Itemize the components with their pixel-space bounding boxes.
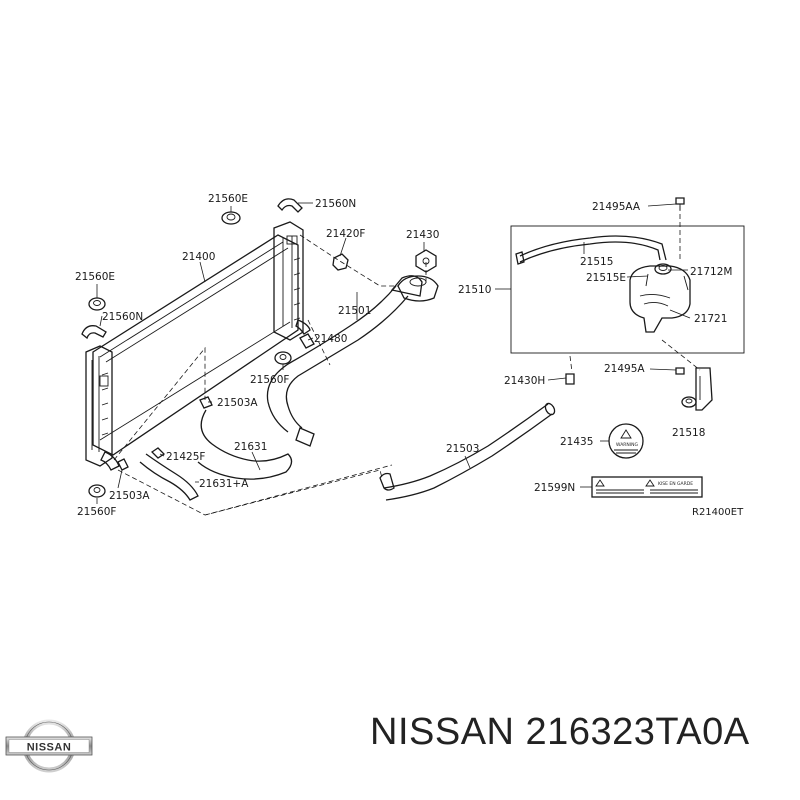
leader-lines <box>96 202 691 504</box>
lower-hose-21503 <box>379 402 556 501</box>
part-labels: 21560E 21560N 21420F 21430 21400 21560E … <box>75 193 744 518</box>
label-21503A-mid: 21503A <box>217 397 258 409</box>
label-21425F: 21425F <box>166 451 205 463</box>
label-21560F-low: 21560F <box>77 506 116 518</box>
label-21400: 21400 <box>182 251 215 263</box>
footer-part-title: NISSAN 216323TA0A <box>370 711 795 761</box>
label-21503A-low: 21503A <box>109 490 150 502</box>
label-21430H: 21430H <box>504 375 545 387</box>
footer-brand: NISSAN <box>370 711 515 753</box>
label-21560N-left: 21560N <box>102 311 143 323</box>
label-21599N: 21599N <box>534 482 575 494</box>
cap-21430 <box>415 249 437 273</box>
label-21515: 21515 <box>580 256 613 268</box>
svg-text:NISSAN: NISSAN <box>27 742 72 754</box>
bolt-21495A <box>675 367 685 375</box>
dashed-connectors <box>113 206 701 516</box>
clamp-21425F <box>150 447 166 459</box>
label-21480: 21480 <box>314 333 347 345</box>
label-21560E-top: 21560E <box>208 193 248 205</box>
label-21712M: 21712M <box>690 266 732 278</box>
label-21631: 21631 <box>234 441 267 453</box>
clamp-21503A-mid <box>199 396 213 409</box>
label-21501: 21501 <box>338 305 371 317</box>
label-21560N-top: 21560N <box>315 198 356 210</box>
warning-label-text: KISE EN GARDE <box>658 481 693 487</box>
reference-code: R21400ET <box>692 507 744 518</box>
label-21495AA: 21495AA <box>592 201 641 213</box>
label-21631A: 21631+A <box>199 478 249 490</box>
bolt-21495AA <box>675 197 685 210</box>
mount-21560F-mid <box>274 351 292 365</box>
warning-label-21599N: KISE EN GARDE <box>591 476 703 498</box>
mount-21560E-left <box>88 297 106 311</box>
label-21495A: 21495A <box>604 363 645 375</box>
radiator-21400 <box>85 221 311 471</box>
label-21721: 21721 <box>694 313 727 325</box>
caution-label-text: WARNING <box>616 442 638 448</box>
label-21420F: 21420F <box>326 228 365 240</box>
caution-label-21435: WARNING <box>608 423 644 459</box>
clip-21560N-left <box>81 325 107 340</box>
clamp-21480 <box>299 333 315 349</box>
reservoir-box-21510 <box>510 225 745 354</box>
label-21515E: 21515E <box>586 272 626 284</box>
bracket-21420F <box>332 253 349 271</box>
bracket-21518 <box>681 367 713 411</box>
clip-21430H <box>565 373 575 385</box>
mount-21560E-top <box>221 211 241 225</box>
mount-21560F-low <box>88 484 106 498</box>
label-21503: 21503 <box>446 443 479 455</box>
filler-neck <box>397 275 439 302</box>
label-21560F-mid: 21560F <box>250 374 289 386</box>
label-21435: 21435 <box>560 436 593 448</box>
clamp-21503A-low <box>117 458 129 471</box>
nissan-logo: NISSAN <box>5 719 93 773</box>
hose-21631 <box>139 409 293 501</box>
footer-part-number: 216323TA0A <box>525 711 750 753</box>
label-21560E-left: 21560E <box>75 271 115 283</box>
label-21510: 21510 <box>458 284 491 296</box>
label-21518: 21518 <box>672 427 705 439</box>
label-21430: 21430 <box>406 229 439 241</box>
clip-21560N-top <box>277 198 303 213</box>
